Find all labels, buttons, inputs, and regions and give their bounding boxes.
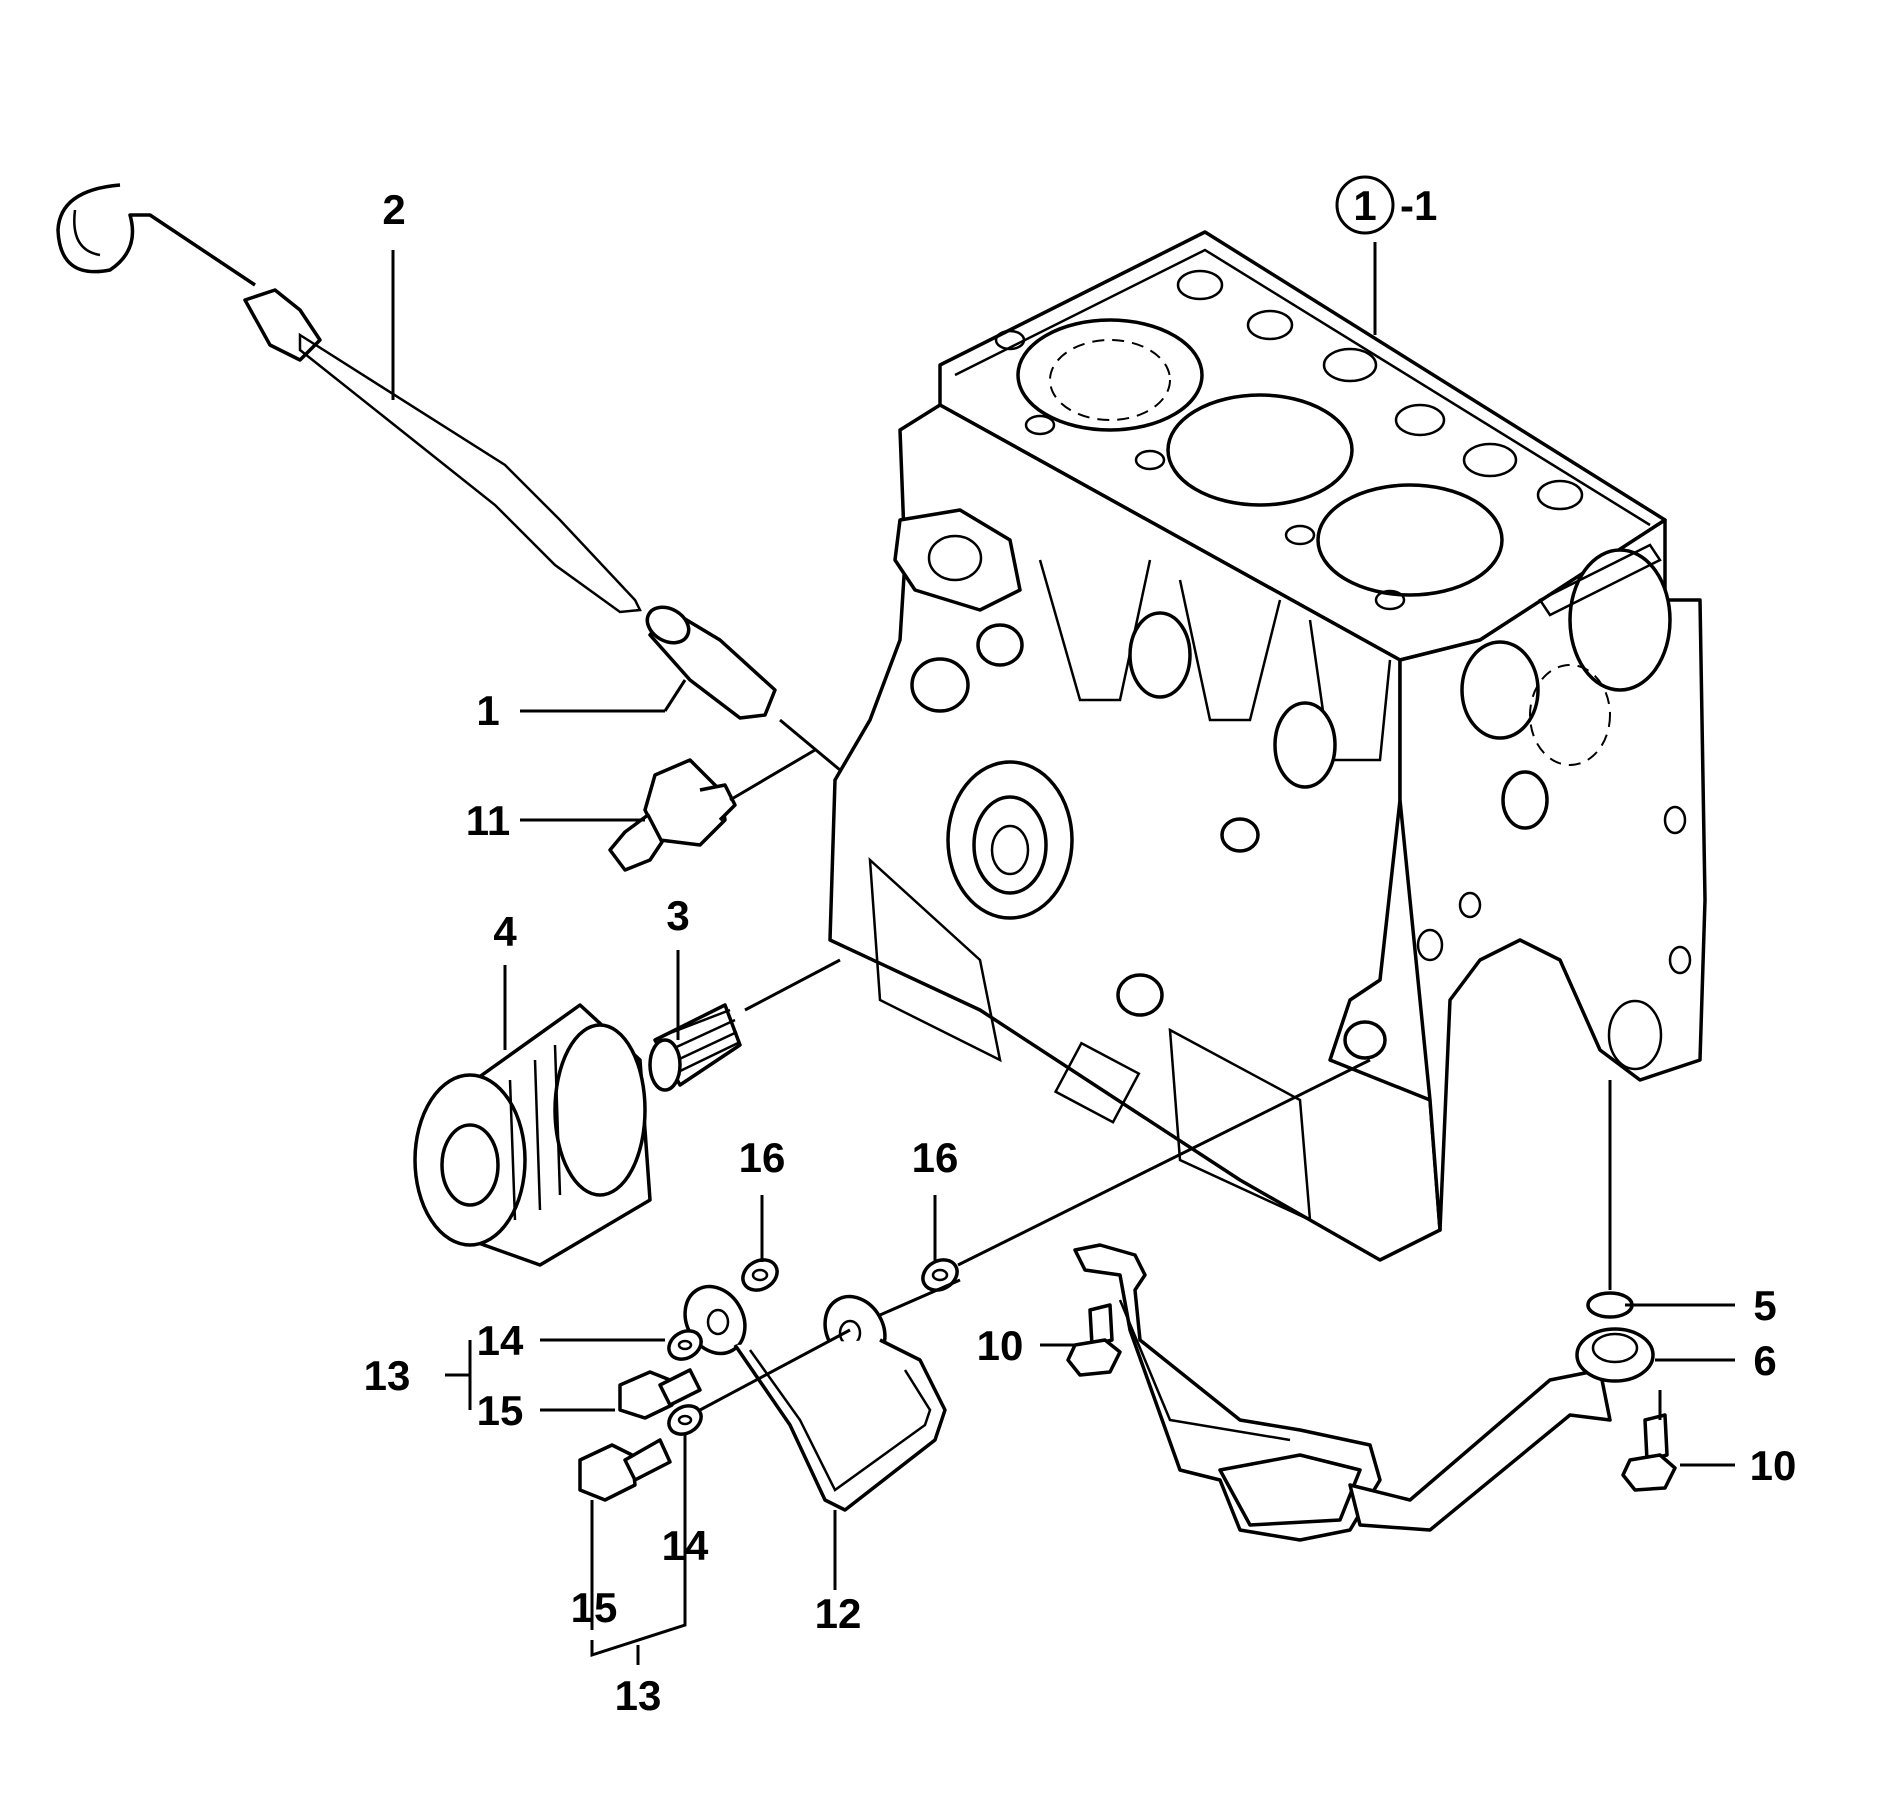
oil-filter-connector — [648, 958, 841, 1092]
callout-16-left: 16 — [739, 1134, 786, 1181]
joint-bolts — [578, 1328, 851, 1502]
oil-filter — [413, 1003, 652, 1267]
callout-11: 11 — [466, 797, 510, 844]
oil-pressure-switch — [608, 748, 816, 872]
block-reference-suffix: -1 — [1400, 182, 1437, 229]
callout-labels: 2 1 11 4 3 16 16 5 6 10 10 14 15 13 14 1… — [364, 175, 1797, 1719]
callout-13-top: 13 — [364, 1352, 411, 1399]
callout-5: 5 — [1753, 1282, 1776, 1329]
callout-10-right: 10 — [1750, 1442, 1797, 1489]
callout-16-right: 16 — [912, 1134, 959, 1181]
callout-2: 2 — [382, 186, 405, 233]
callout-15-bottom: 15 — [571, 1584, 618, 1631]
callout-1: 1 — [476, 687, 499, 734]
callout-3: 3 — [666, 892, 689, 939]
callout-14-top: 14 — [477, 1317, 524, 1364]
callout-12: 12 — [815, 1590, 862, 1637]
callout-13-bottom: 13 — [615, 1672, 662, 1719]
callout-4: 4 — [493, 908, 517, 955]
leader-lines — [391, 242, 1735, 1665]
dipstick-guide — [645, 605, 841, 772]
cylinder-block — [828, 230, 1707, 1262]
oil-strainer — [1073, 1080, 1655, 1542]
callout-14-bottom: 14 — [662, 1522, 709, 1569]
callout-15-top: 15 — [477, 1387, 524, 1434]
callout-10-left: 10 — [977, 1322, 1024, 1369]
oil-pipe — [683, 1284, 947, 1512]
block-reference-circle — [1335, 175, 1395, 235]
dipstick — [56, 183, 642, 614]
callout-6: 6 — [1753, 1337, 1776, 1384]
bolts-10 — [1066, 1303, 1677, 1492]
block-reference-number: 1 — [1353, 182, 1376, 229]
gaskets-16 — [741, 1058, 1371, 1317]
